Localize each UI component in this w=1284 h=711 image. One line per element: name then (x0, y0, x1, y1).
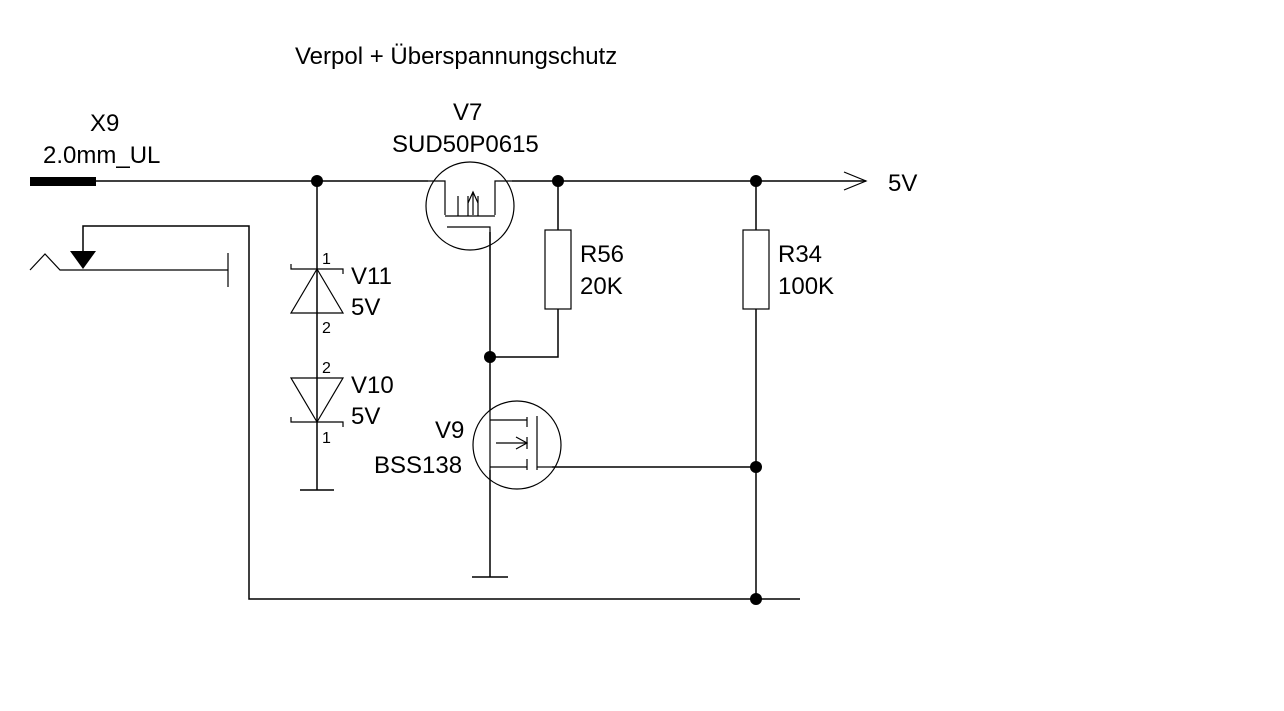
v9-body (472, 400, 562, 490)
v11-ref: V11 (351, 263, 392, 290)
junction-dot (750, 175, 762, 187)
v9-ref: V9 (435, 417, 464, 444)
v7-gate-lead (447, 226, 491, 250)
junctions (311, 175, 762, 605)
v9-value: BSS138 (374, 452, 462, 479)
junction-dot (750, 593, 762, 605)
transistor-v7: V7 SUD50P0615 (392, 99, 539, 251)
wire-r56-bottom (490, 309, 559, 358)
v9-arrow-icon (515, 436, 529, 450)
v10-triangle (289, 377, 345, 424)
transistor-v9: V9 BSS138 (374, 400, 562, 490)
diagram-title: Verpol + Überspannungschutz (295, 43, 617, 70)
x9-contact-arrow (70, 251, 96, 269)
v10-ref: V10 (351, 372, 394, 399)
v11-pin-bottom: 2 (322, 320, 331, 337)
v10-cathode-bar (290, 417, 344, 427)
v11-cathode-bar (290, 264, 344, 274)
junction-dot (750, 461, 762, 473)
zener-v11: 1 2 V11 5V (289, 251, 392, 337)
x9-ref: X9 (90, 110, 119, 137)
v10-value: 5V (351, 403, 380, 430)
r56-body (544, 229, 572, 310)
output-arrow-icon (843, 171, 868, 191)
zener-v10: 2 1 V10 5V (289, 360, 394, 447)
wire-ground-return (82, 225, 800, 600)
r34-body (742, 229, 770, 310)
v7-ref: V7 (453, 99, 482, 126)
junction-dot (552, 175, 564, 187)
v10-pin-top: 2 (322, 360, 331, 377)
wires (82, 171, 868, 600)
v7-arrow-icon (467, 190, 479, 204)
junction-dot (484, 351, 496, 363)
r56-value: 20K (580, 273, 623, 300)
x9-spring-contact (29, 253, 160, 271)
resistor-r34: R34 100K (742, 229, 834, 310)
output-net-label: 5V (888, 170, 917, 197)
v11-value: 5V (351, 294, 380, 321)
v7-source-lead (494, 180, 512, 215)
v11-pin-top: 1 (322, 251, 331, 268)
v11-triangle (289, 267, 345, 314)
r34-ref: R34 (778, 241, 822, 268)
v7-value: SUD50P0615 (392, 131, 539, 158)
r56-ref: R56 (580, 241, 624, 268)
junction-dot (311, 175, 323, 187)
v7-drain-lead (428, 180, 446, 215)
v7-body (425, 161, 515, 251)
connector-x9: X9 2.0mm_UL (29, 110, 229, 287)
r34-value: 100K (778, 273, 834, 300)
x9-pin-1 (30, 177, 96, 186)
v10-pin-bottom: 1 (322, 430, 331, 447)
x9-value: 2.0mm_UL (43, 142, 160, 169)
resistor-r56: R56 20K (544, 229, 624, 310)
